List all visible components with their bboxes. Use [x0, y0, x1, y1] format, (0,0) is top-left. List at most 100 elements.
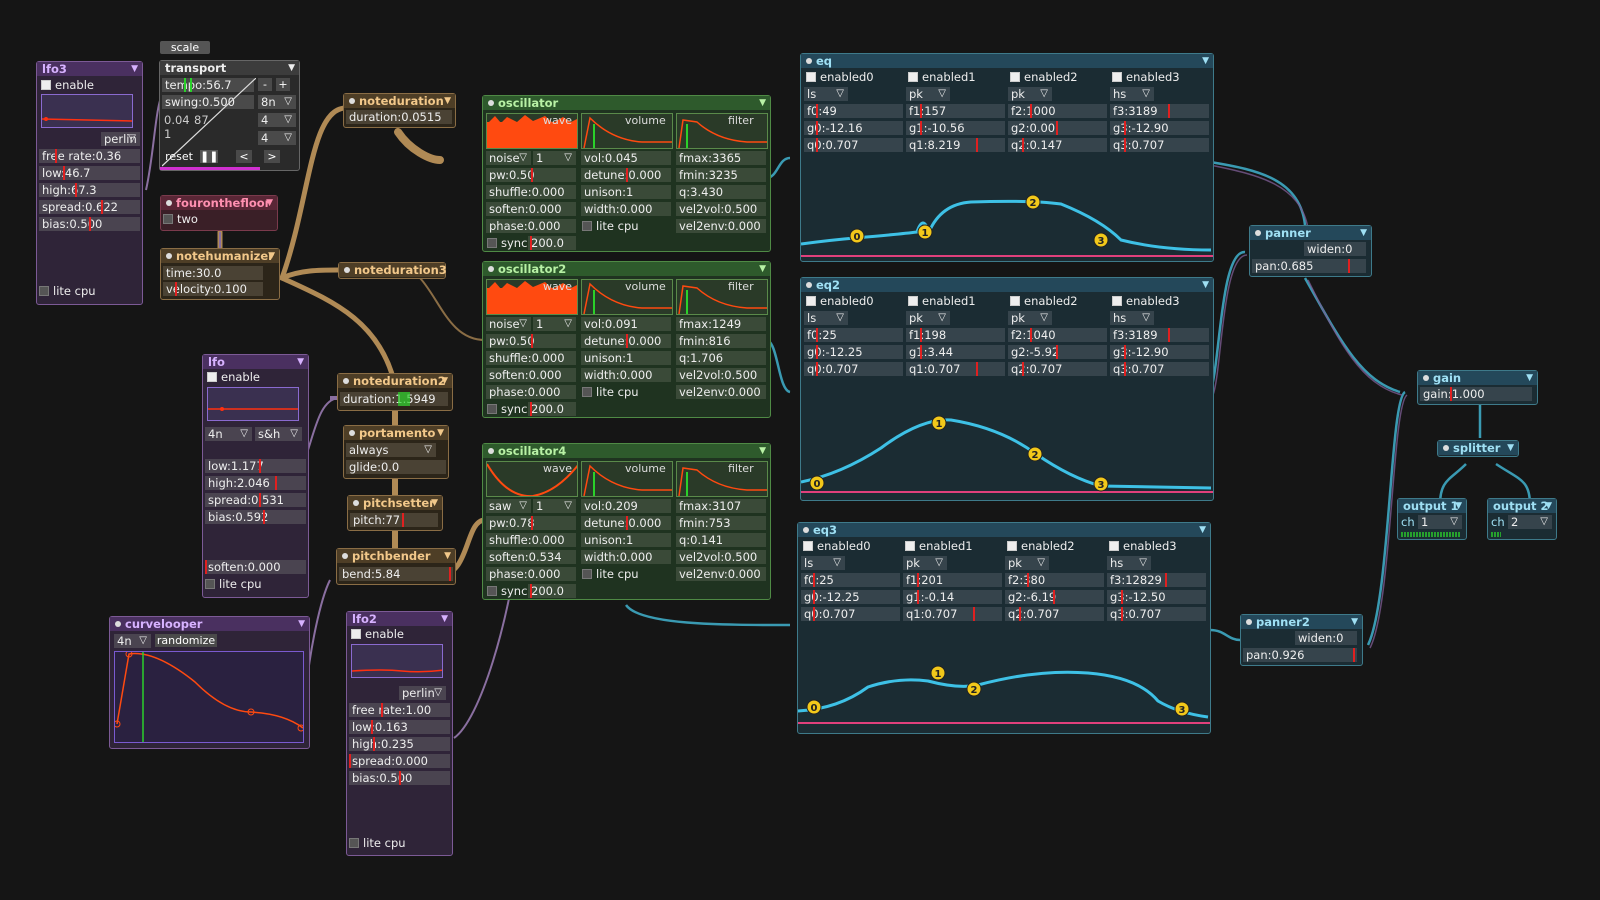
collapse-icon[interactable]: ▼ [431, 498, 438, 508]
low-slider[interactable]: low:0.163 [349, 720, 450, 734]
band-gain-slider[interactable]: g1:-0.14 [903, 590, 1002, 604]
band-enabled-checkbox[interactable]: enabled3 [1112, 294, 1180, 308]
wave-type-select[interactable]: saw [486, 499, 531, 513]
noteduration-header[interactable]: noteduration▼ [344, 94, 455, 108]
band-q-slider[interactable]: q3:0.707 [1107, 607, 1206, 621]
panner2-header[interactable]: panner2▼ [1241, 615, 1362, 629]
band-frequency-slider[interactable]: f0:49 [804, 104, 903, 118]
lite-cpu-checkbox[interactable]: lite cpu [349, 836, 406, 850]
widen-slider[interactable]: widen:0 [1295, 631, 1357, 645]
oscillator-header[interactable]: oscillator▼ [483, 96, 770, 110]
curve-editor[interactable] [114, 651, 304, 743]
collapse-icon[interactable]: ▼ [131, 64, 138, 74]
bias-slider[interactable]: bias:0.592 [205, 510, 306, 524]
band-enabled-checkbox[interactable]: enabled2 [1007, 539, 1075, 553]
bypass-dot[interactable] [806, 58, 812, 64]
band-q-slider[interactable]: q1:8.219 [906, 138, 1005, 152]
collapse-icon[interactable]: ▼ [266, 198, 273, 208]
lfo2-header[interactable]: lfo2▼ [347, 612, 452, 626]
interval-select[interactable]: 4n [114, 634, 151, 648]
q-slider[interactable]: q:3.430 [676, 185, 766, 199]
swing-division-select[interactable]: 8n [258, 95, 296, 109]
fmin-slider[interactable]: fmin:816 [676, 334, 766, 348]
output1-header[interactable]: output 1▼ [1398, 499, 1466, 513]
detune-slider[interactable]: detune:0.000 [581, 168, 671, 182]
eq-band-handle[interactable]: 2 [966, 681, 982, 697]
band-gain-slider[interactable]: g0:-12.16 [804, 121, 903, 135]
width-slider[interactable]: width:0.000 [581, 202, 671, 216]
enable-checkbox[interactable]: enable [207, 370, 260, 384]
lite-cpu-checkbox[interactable]: lite cpu [205, 577, 262, 591]
band-enabled-checkbox[interactable]: enabled0 [806, 294, 874, 308]
channel-select[interactable]: 2 [1508, 515, 1552, 529]
wave-display[interactable] [486, 279, 578, 315]
free-rate-slider[interactable]: free rate:1.00 [349, 703, 450, 717]
tempo-increase-button[interactable]: + [276, 78, 290, 91]
sync-frequency-slider[interactable]: 200.0 [528, 402, 576, 416]
portamento-mode-select[interactable]: always [346, 443, 436, 457]
gain-header[interactable]: gain▼ [1418, 371, 1537, 385]
bypass-dot[interactable] [1255, 230, 1261, 236]
bias-slider[interactable]: bias:0.500 [349, 771, 450, 785]
shuffle-slider[interactable]: shuffle:0.000 [486, 533, 576, 547]
band-type-select[interactable]: pk [906, 87, 950, 101]
band-type-select[interactable]: pk [1008, 311, 1052, 325]
bypass-dot[interactable] [488, 266, 494, 272]
band-enabled-checkbox[interactable]: enabled0 [803, 539, 871, 553]
high-slider[interactable]: high:0.235 [349, 737, 450, 751]
eq-header[interactable]: eq3▼ [798, 523, 1210, 537]
width-slider[interactable]: width:0.000 [581, 368, 671, 382]
collapse-icon[interactable]: ▼ [1202, 280, 1209, 290]
velocity-slider[interactable]: velocity:0.100 [163, 282, 263, 296]
low-slider[interactable]: low:46.7 [39, 166, 140, 180]
band-q-slider[interactable]: q2:0.707 [1008, 362, 1107, 376]
band-type-select[interactable]: pk [906, 311, 950, 325]
lfo3-header[interactable]: lfo3▼ [37, 62, 142, 76]
free-rate-slider[interactable]: free rate:0.36 [39, 149, 140, 163]
band-q-slider[interactable]: q2:0.147 [1008, 138, 1107, 152]
bypass-dot[interactable] [349, 98, 355, 104]
vel2env-slider[interactable]: vel2env:0.000 [676, 385, 766, 399]
collapse-icon[interactable]: ▼ [759, 446, 766, 456]
sync-frequency-slider[interactable]: 200.0 [528, 236, 576, 250]
collapse-icon[interactable]: ▼ [1351, 617, 1358, 627]
band-frequency-slider[interactable]: f2:1000 [1008, 104, 1107, 118]
band-gain-slider[interactable]: g0:-12.25 [801, 590, 900, 604]
bypass-dot[interactable] [1423, 375, 1429, 381]
next-button[interactable]: > [264, 150, 280, 163]
soften-slider[interactable]: soften:0.534 [486, 550, 576, 564]
eq-band-handle[interactable]: 3 [1093, 476, 1109, 492]
sync-checkbox[interactable]: sync [487, 584, 527, 598]
eq-band-handle[interactable]: 1 [930, 665, 946, 681]
detune-slider[interactable]: detune:0.000 [581, 334, 671, 348]
eq-band-handle[interactable]: 3 [1093, 232, 1109, 248]
band-q-slider[interactable]: q3:0.707 [1110, 138, 1209, 152]
bypass-dot[interactable] [803, 527, 809, 533]
lite-cpu-checkbox[interactable]: lite cpu [39, 284, 96, 298]
oscillator-header[interactable]: oscillator2▼ [483, 262, 770, 276]
low-slider[interactable]: low:1.177 [205, 459, 306, 473]
vel2vol-slider[interactable]: vel2vol:0.500 [676, 202, 766, 216]
shuffle-slider[interactable]: shuffle:0.000 [486, 351, 576, 365]
shape-select[interactable]: perlin [101, 132, 140, 146]
oscillator-header[interactable]: oscillator4▼ [483, 444, 770, 458]
duration-slider[interactable]: duration:0.0515 [346, 110, 452, 124]
band-gain-slider[interactable]: g3:-12.90 [1110, 345, 1209, 359]
eq-band-handle[interactable]: 0 [809, 475, 825, 491]
eq-band-handle[interactable]: 2 [1027, 446, 1043, 462]
eq-band-handle[interactable]: 0 [806, 699, 822, 715]
collapse-icon[interactable]: ▼ [1507, 443, 1514, 453]
prev-button[interactable]: < [236, 150, 252, 163]
voices-select[interactable]: 1 [533, 317, 576, 331]
soften-slider[interactable]: soften:0.000 [486, 368, 576, 382]
bypass-dot[interactable] [343, 378, 349, 384]
vel2env-slider[interactable]: vel2env:0.000 [676, 567, 766, 581]
swing-slider[interactable]: swing:0.500 [162, 95, 254, 109]
volume-envelope[interactable] [581, 279, 673, 315]
band-frequency-slider[interactable]: f3:3189 [1110, 104, 1209, 118]
bypass-dot[interactable] [1246, 619, 1252, 625]
band-type-select[interactable]: hs [1110, 311, 1154, 325]
collapse-icon[interactable]: ▼ [288, 63, 295, 73]
eq-band-handle[interactable]: 1 [917, 224, 933, 240]
